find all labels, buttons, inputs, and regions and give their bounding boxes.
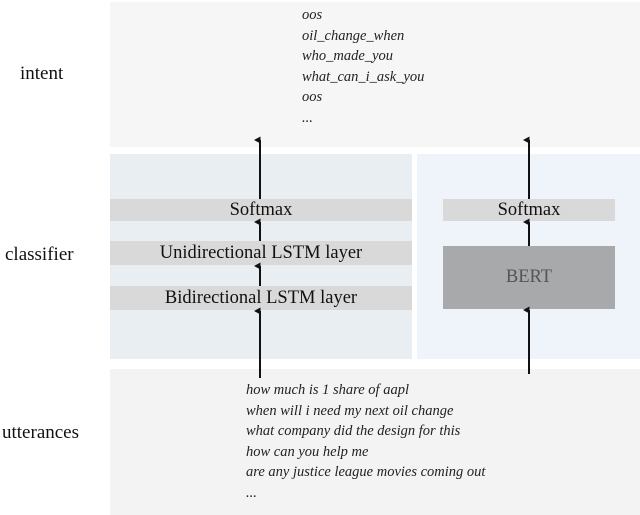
utterance-item: are any justice league movies coming out bbox=[246, 464, 486, 480]
intent-row-label: intent bbox=[20, 63, 64, 84]
bidirectional-lstm-layer: Bidirectional LSTM layer bbox=[110, 286, 412, 310]
intent-item: oos bbox=[302, 7, 323, 23]
lstm-softmax-layer: Softmax bbox=[110, 199, 412, 221]
intent-list: oos oil_change_when who_made_you what_ca… bbox=[302, 5, 424, 128]
utterance-item: what company did the design for this bbox=[246, 423, 461, 439]
utterances-row-label: utterances bbox=[2, 422, 80, 443]
intent-item: what_can_i_ask_you bbox=[302, 68, 425, 85]
classifier-row-label: classifier bbox=[5, 244, 74, 265]
intent-item: oil_change_when bbox=[302, 27, 405, 44]
intent-item: oos bbox=[302, 89, 323, 105]
bert-softmax-layer: Softmax bbox=[443, 199, 615, 221]
utterance-item: ... bbox=[246, 484, 257, 501]
unidirectional-lstm-layer: Unidirectional LSTM layer bbox=[110, 241, 412, 265]
utterance-item: how much is 1 share of aapl bbox=[246, 382, 409, 398]
utterance-panel bbox=[110, 369, 640, 515]
intent-item: ... bbox=[302, 109, 313, 126]
intent-item: who_made_you bbox=[302, 48, 394, 64]
utterance-item: how can you help me bbox=[246, 443, 369, 460]
bert-encoder-block: BERT bbox=[443, 246, 615, 309]
utterance-item: when will i need my next oil change bbox=[246, 402, 454, 419]
utterance-list: how much is 1 share of aapl when will i … bbox=[246, 380, 485, 503]
intent-panel bbox=[110, 2, 640, 147]
